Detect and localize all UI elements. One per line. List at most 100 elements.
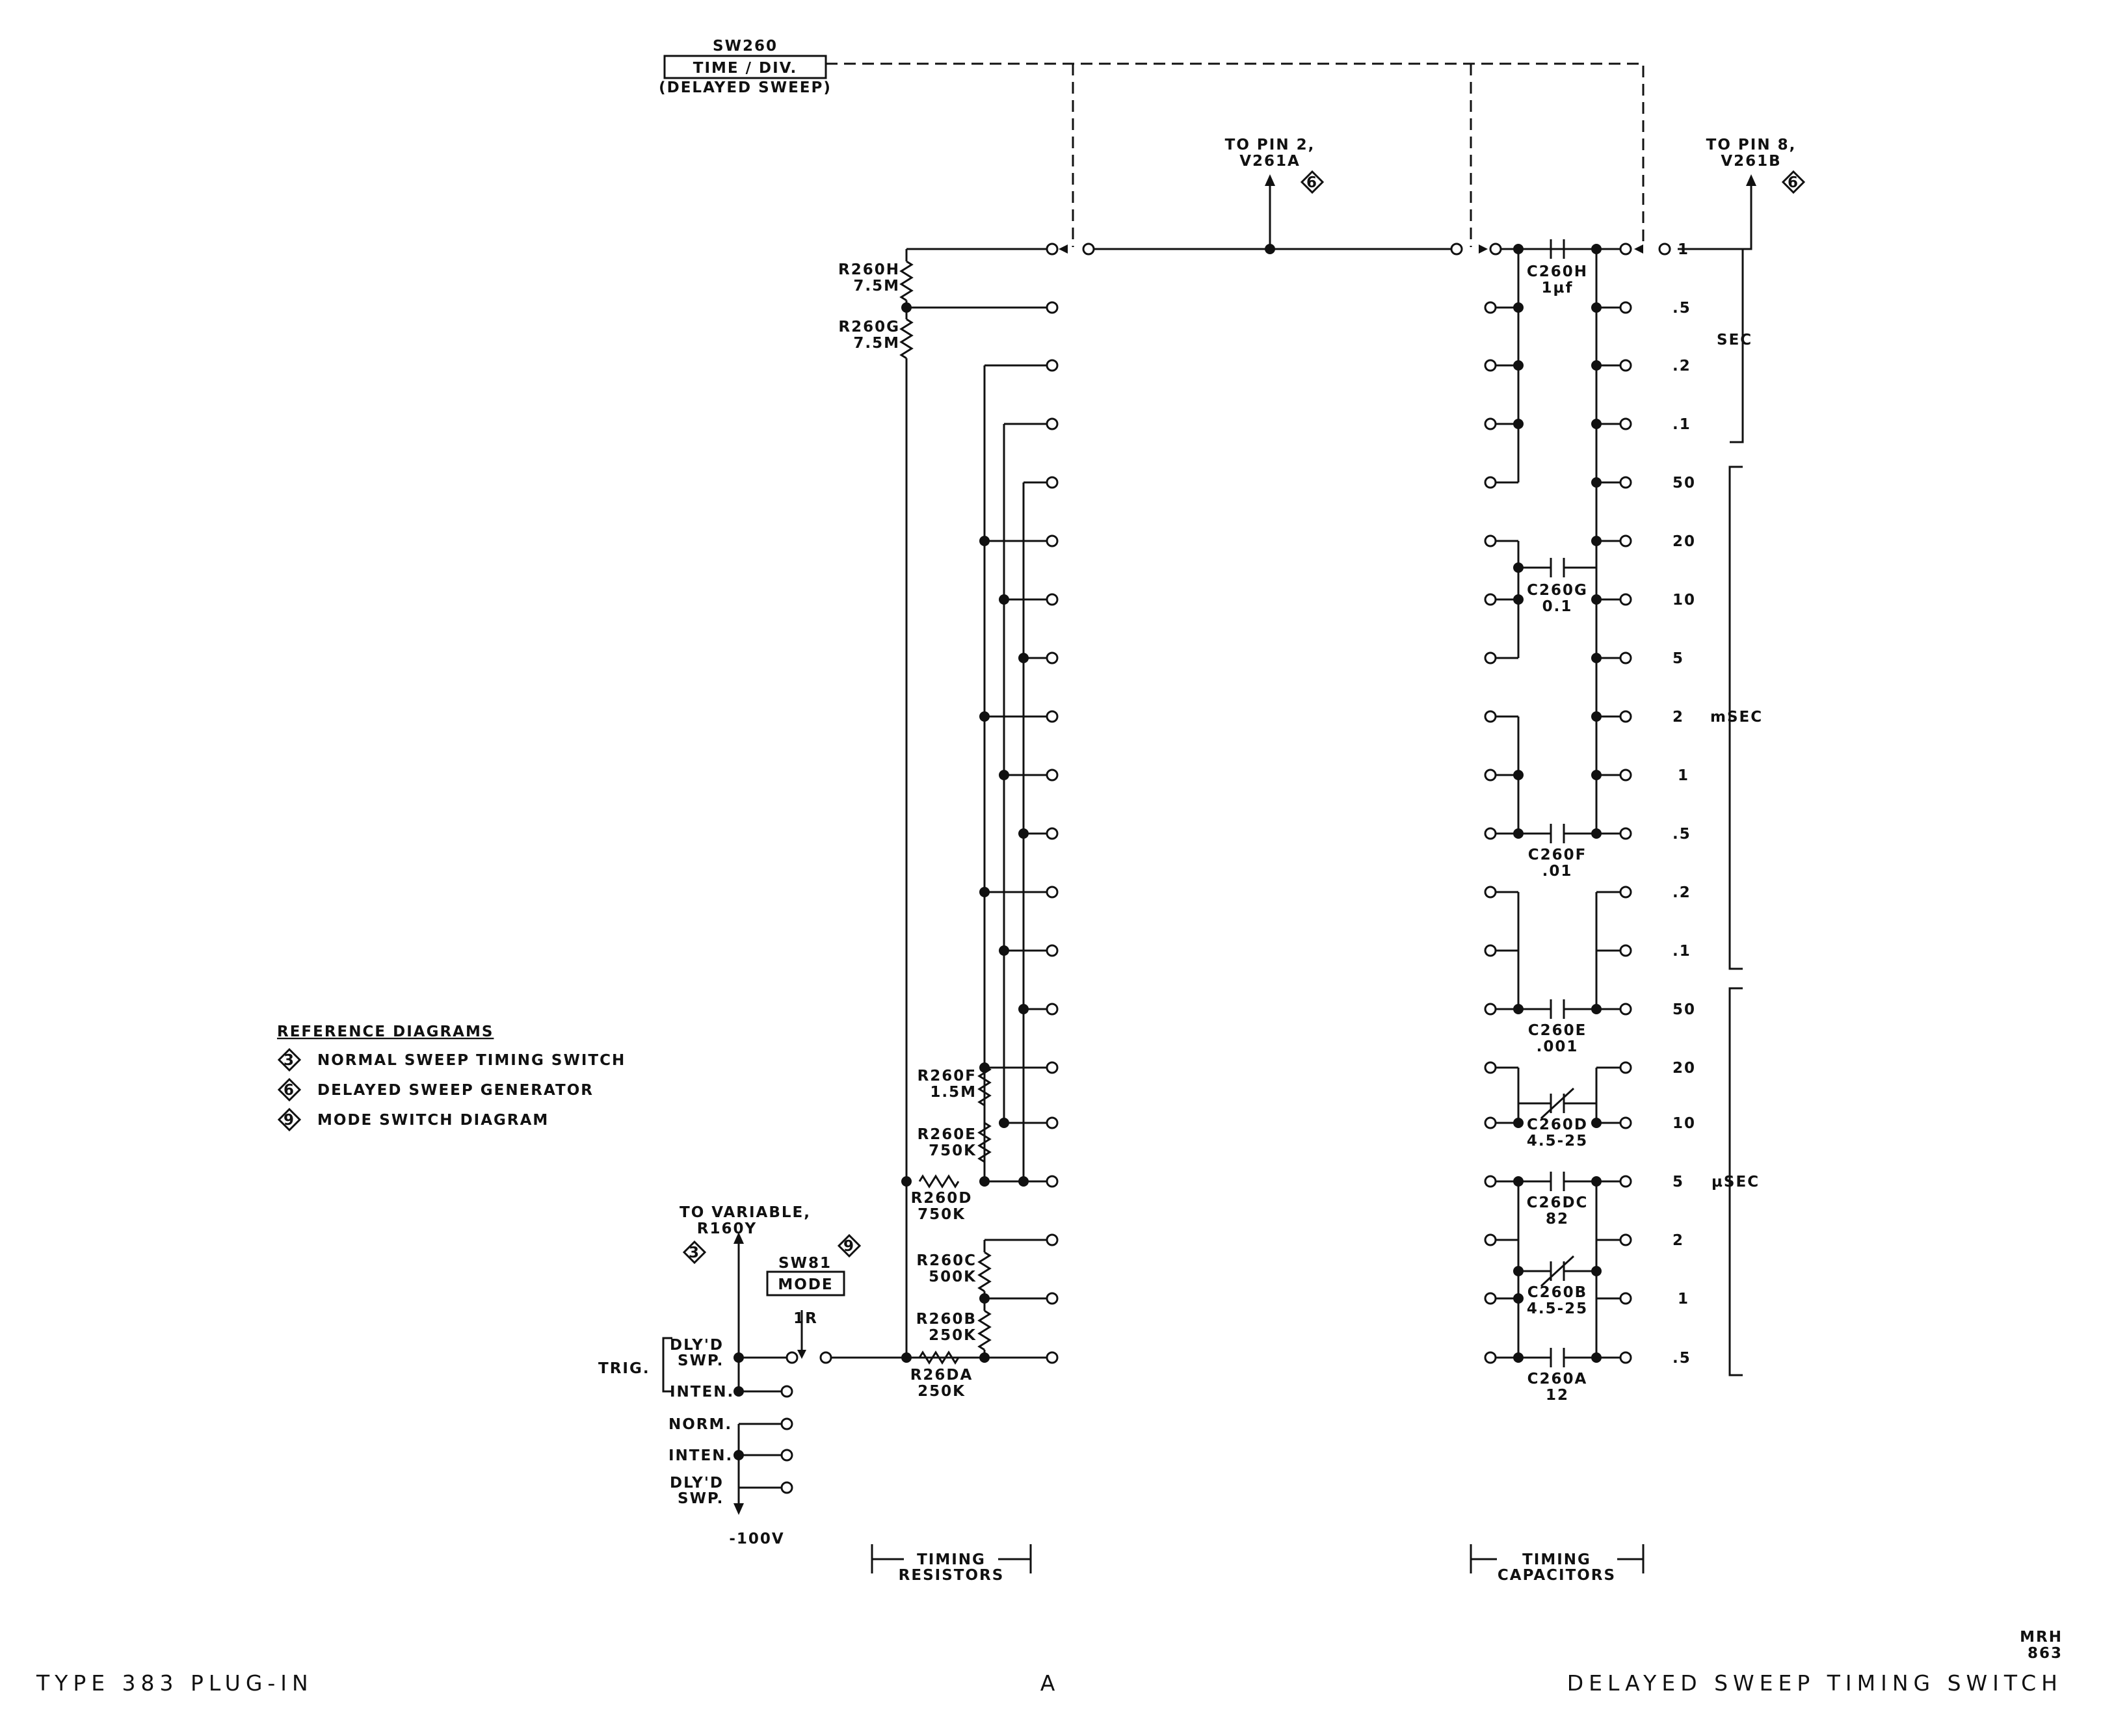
resistor-rail-branches xyxy=(906,306,1047,1183)
time-value: .5 xyxy=(1672,1350,1691,1367)
time-value: 5 xyxy=(1672,1174,1684,1190)
resistor-zigzags xyxy=(899,260,992,1365)
capacitor-id: C260D xyxy=(1527,1116,1588,1133)
output-right-line2: V261B xyxy=(1721,153,1781,170)
variable-ref-num: 3 xyxy=(689,1244,700,1261)
output-left-line1: TO PIN 2, xyxy=(1225,137,1315,153)
resistor-id: R260B xyxy=(916,1311,977,1328)
arrow-supply xyxy=(733,1503,744,1515)
dlyd-label: DLY'D xyxy=(670,1337,724,1354)
resistor-id: R26DA xyxy=(910,1367,973,1384)
time-value: .5 xyxy=(1672,300,1691,317)
time-value: 50 xyxy=(1672,1001,1696,1018)
time-value: .5 xyxy=(1672,826,1691,843)
bracket-resistors-top: TIMING xyxy=(917,1551,986,1568)
time-value: 2 xyxy=(1672,709,1684,726)
time-value: .2 xyxy=(1672,358,1691,375)
mode-switch-pos: 1R xyxy=(793,1310,818,1327)
arrow-right-output xyxy=(1746,174,1756,186)
time-value: .2 xyxy=(1672,884,1691,901)
resistor-id: R260D xyxy=(911,1190,973,1207)
capacitor-id: C260B xyxy=(1527,1284,1587,1301)
time-value: 10 xyxy=(1672,592,1696,609)
output-left-ref: 6 xyxy=(1306,174,1318,191)
bottom-brackets xyxy=(871,1544,1645,1573)
capacitor-id: C26DC xyxy=(1527,1194,1589,1211)
switch-linkage xyxy=(826,62,1645,247)
linkage-arrow-1 xyxy=(1059,244,1068,254)
resistor-id: R260C xyxy=(916,1252,977,1269)
reference-num: 9 xyxy=(284,1112,295,1129)
resistor-id: R260E xyxy=(918,1126,977,1143)
reference-title: REFERENCE DIAGRAMS xyxy=(277,1023,494,1040)
time-value: 5 xyxy=(1672,650,1684,667)
swp2-label: SWP. xyxy=(678,1490,724,1507)
capacitor-id: C260F xyxy=(1528,847,1587,863)
reference-num: 6 xyxy=(284,1082,295,1099)
unit-sec: SEC xyxy=(1717,332,1752,349)
capacitor-rails xyxy=(1517,249,1598,1358)
output-left-line2: V261A xyxy=(1239,153,1301,170)
resistor-value: 7.5M xyxy=(853,278,900,295)
capacitor-value: 4.5-25 xyxy=(1527,1300,1588,1317)
swp-label: SWP. xyxy=(678,1352,724,1369)
capacitor-plates xyxy=(1518,239,1596,1367)
switch-name: SW260 xyxy=(713,38,778,55)
time-value: 2 xyxy=(1672,1232,1684,1249)
switch-label: TIME / DIV. xyxy=(693,60,797,77)
capacitor-value: .01 xyxy=(1542,863,1573,880)
reference-num: 3 xyxy=(284,1052,295,1069)
norm-label: NORM. xyxy=(668,1416,732,1433)
switch-sublabel: (DELAYED SWEEP) xyxy=(659,79,832,96)
to-variable: TO VARIABLE, xyxy=(680,1204,811,1221)
resistor-id: R260H xyxy=(838,261,900,278)
time-value: .1 xyxy=(1672,416,1691,433)
time-value: 1 xyxy=(1678,767,1689,784)
supply-label: -100V xyxy=(729,1531,784,1547)
output-right-ref: 6 xyxy=(1788,174,1799,191)
capacitor-id: C260E xyxy=(1528,1022,1587,1039)
footer-center: A xyxy=(1040,1670,1061,1696)
capacitor-branches xyxy=(1496,306,1626,1359)
drafter: MRH xyxy=(2020,1629,2063,1646)
drawing-number: 863 xyxy=(2028,1645,2063,1662)
footer-right: DELAYED SWEEP TIMING SWITCH xyxy=(1567,1670,2063,1696)
reference-text: DELAYED SWEEP GENERATOR xyxy=(317,1082,594,1099)
resistor-value: 1.5M xyxy=(930,1084,977,1101)
capacitor-value: .001 xyxy=(1537,1038,1579,1055)
capacitor-id: C260G xyxy=(1527,582,1588,599)
time-value: 50 xyxy=(1672,475,1696,492)
resistor-value: 750K xyxy=(929,1142,977,1159)
capacitor-value: 0.1 xyxy=(1542,598,1573,615)
footer-left: TYPE 383 PLUG-IN xyxy=(36,1670,313,1696)
unit-msec: mSEC xyxy=(1710,709,1763,726)
switch-label-box xyxy=(663,55,827,79)
inten2-label: INTEN. xyxy=(668,1447,733,1464)
inten-label: INTEN. xyxy=(670,1384,734,1401)
capacitor-value: 82 xyxy=(1546,1211,1569,1228)
unit-usec: µSEC xyxy=(1711,1174,1760,1190)
resistor-value: 750K xyxy=(918,1206,966,1223)
dlyd2-label: DLY'D xyxy=(670,1475,724,1492)
capacitor-id: C260H xyxy=(1527,263,1588,280)
capacitor-id: C260A xyxy=(1527,1371,1588,1387)
bracket-capacitors-bottom: CAPACITORS xyxy=(1498,1567,1616,1584)
arrow-switch xyxy=(797,1350,806,1359)
time-value: 10 xyxy=(1672,1115,1696,1132)
arrow-left-output xyxy=(1265,174,1275,186)
unit-brackets xyxy=(1728,248,1744,1376)
mode-switch-ref: 9 xyxy=(843,1238,855,1255)
time-value: 1 xyxy=(1678,241,1689,258)
time-value: 1 xyxy=(1678,1291,1689,1308)
bracket-resistors-bottom: RESISTORS xyxy=(899,1567,1005,1584)
resistor-value: 7.5M xyxy=(853,335,900,352)
linkage-arrow-3 xyxy=(1634,244,1643,254)
resistor-id: R260G xyxy=(838,319,900,335)
reference-text: MODE SWITCH DIAGRAM xyxy=(317,1112,549,1129)
resistor-id: R260F xyxy=(918,1068,977,1085)
to-variable-ref: R160Y xyxy=(697,1220,757,1237)
resistor-value: 500K xyxy=(929,1269,977,1285)
reference-text: NORMAL SWEEP TIMING SWITCH xyxy=(317,1052,626,1069)
bracket-capacitors-top: TIMING xyxy=(1522,1551,1591,1568)
